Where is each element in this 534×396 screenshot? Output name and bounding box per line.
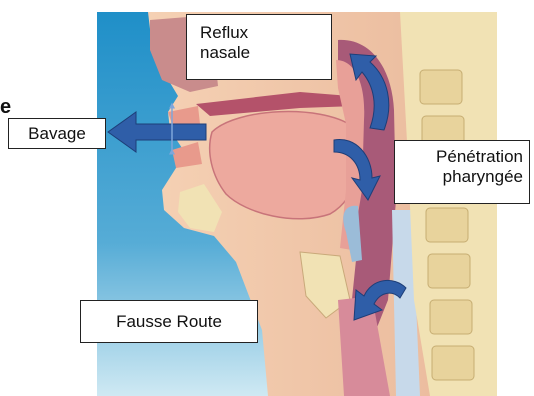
reflux-nasale-text: Reflux nasale [200,23,270,63]
fausse-route-label: Fausse Route [80,300,258,343]
fausse-route-text: Fausse Route [116,312,222,331]
cropped-text-fragment: e [0,96,11,119]
bavage-text: Bavage [28,124,86,143]
reflux-nasale-label: Reflux nasale [186,14,332,80]
penetration-pharyngee-text: Pénétration pharyngée [395,147,523,187]
penetration-pharyngee-label: Pénétration pharyngée [394,140,530,204]
bavage-label: Bavage [8,118,106,149]
